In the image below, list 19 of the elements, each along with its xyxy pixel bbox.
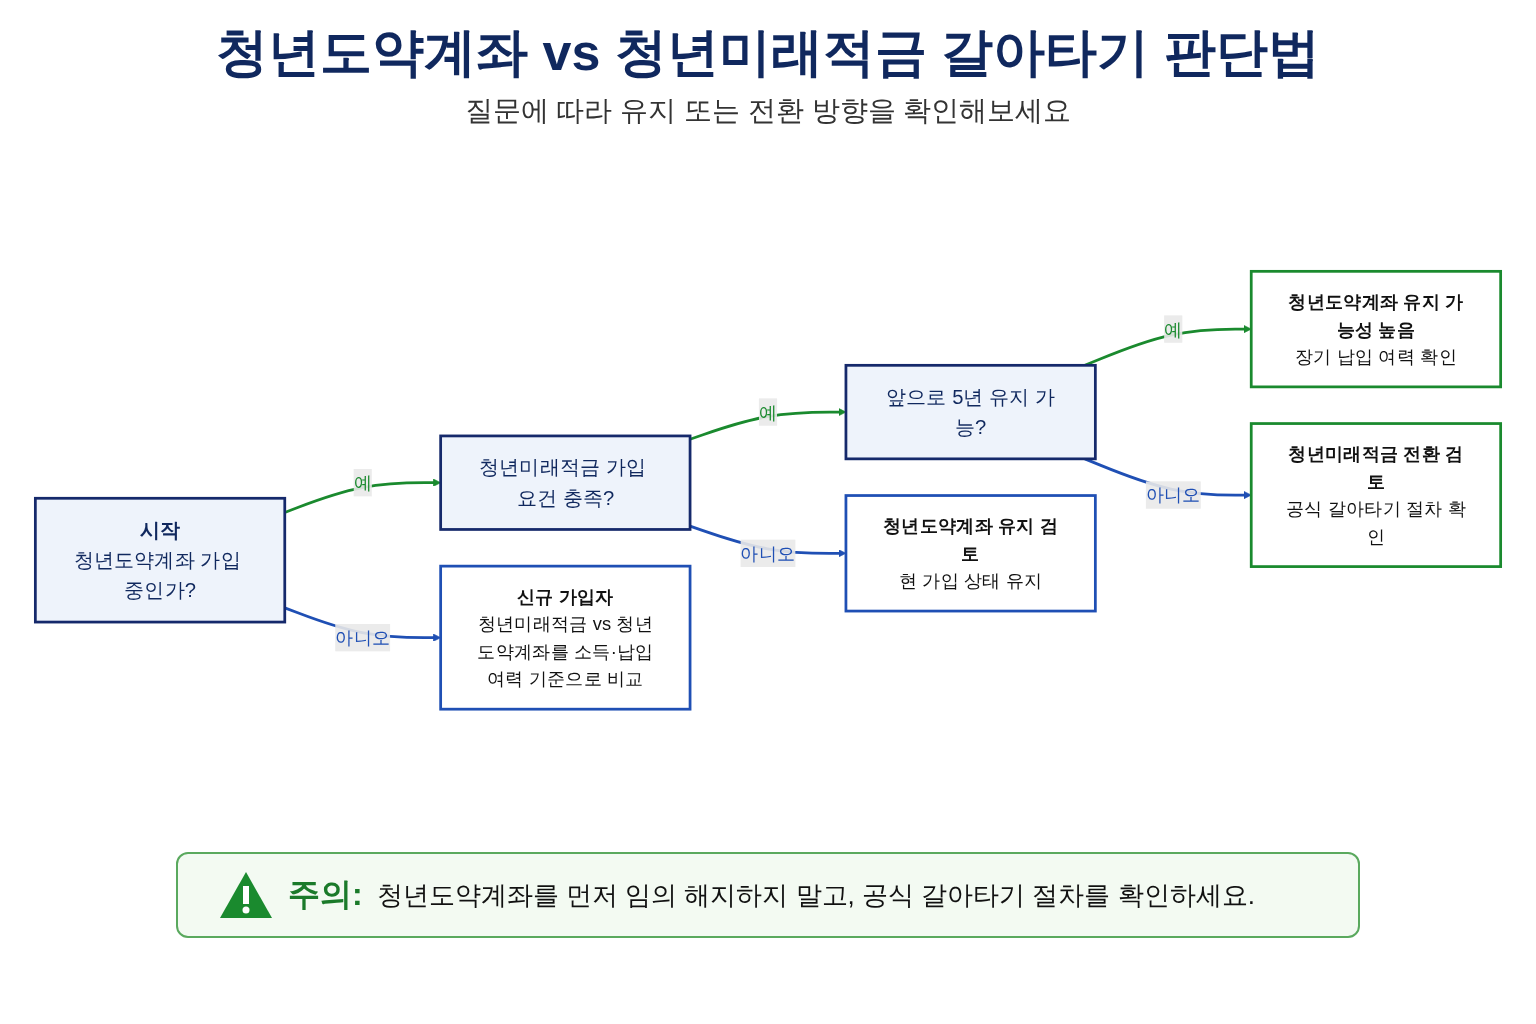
node-box: 청년도약계좌 유지 가능성 높음 장기 납입 여력 확인 — [1249, 269, 1502, 388]
edge-label: 예 — [758, 401, 778, 422]
title: 청년도약계좌 vs 청년미래적금 갈아타기 판단법 — [216, 22, 1320, 83]
edge-label: 예 — [1164, 318, 1183, 339]
node-box: 앞으로 5년 유지 가능? — [844, 363, 1097, 460]
edge-label: 아니오 — [335, 627, 391, 648]
arrow — [284, 478, 441, 514]
edge-label: 예 — [353, 472, 372, 493]
node-box: 시작 청년도약계좌 가입 중인가? — [34, 496, 287, 624]
node-box: 청년도약계좌 유지 검토 현 가입 상태 유지 — [844, 493, 1097, 613]
node-box: 청년미래적금 가입 요건 충족? — [439, 434, 692, 531]
arrow — [1084, 324, 1252, 367]
node-box: 청년미래적금 전환 검토 공식 갈아타기 절차 확인 — [1249, 421, 1502, 568]
edge-label: 아니오 — [1145, 484, 1201, 505]
warning-text: 청년도약계좌를 먼저 임의 해지하지 말고, 공식 갈아타기 절차를 확인하세요. — [376, 878, 1255, 912]
warning-label: 주의: — [288, 875, 363, 914]
edge-label: 아니오 — [740, 542, 796, 564]
node-box: 신규 가입자 청년미래적금 vs 청년도약계좌를 소득·납입여력 기준으로 비교 — [439, 564, 692, 711]
subtitle: 질문에 따라 유지 또는 전환 방향을 확인해보세요 — [464, 94, 1072, 128]
